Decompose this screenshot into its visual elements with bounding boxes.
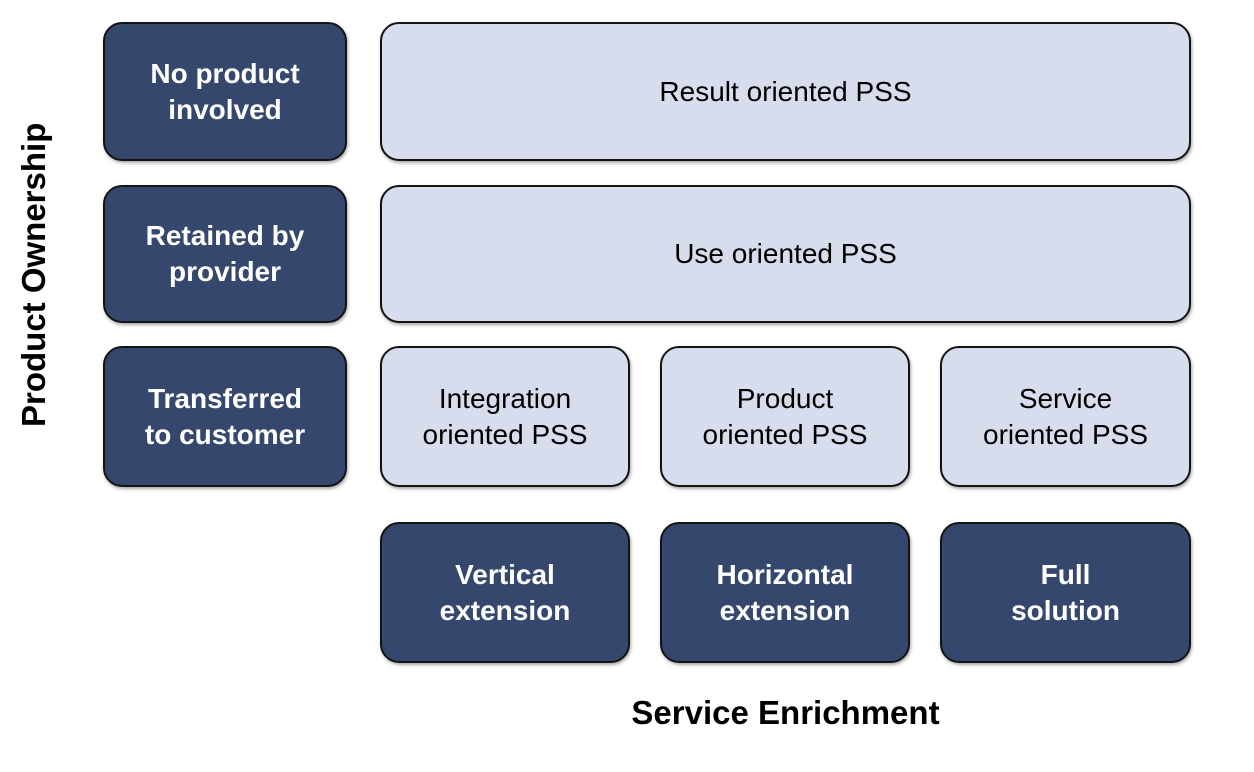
box-retained-by-provider: Retained by provider: [103, 185, 347, 323]
box-label-line: oriented PSS: [422, 418, 588, 450]
box-service-oriented-pss: Service oriented PSS: [940, 346, 1191, 487]
box-label-line: Retained by: [145, 220, 305, 252]
box-label-line: Vertical: [455, 558, 555, 590]
y-axis-label-product-ownership: Product Ownership: [15, 122, 52, 428]
box-label-line: oriented PSS: [983, 418, 1148, 450]
box-label-line: oriented PSS: [702, 418, 868, 450]
box-label-line: to customer: [144, 418, 306, 450]
box-label-line: extension: [719, 594, 851, 626]
box-label-line: Use oriented PSS: [674, 238, 897, 270]
box-label-line: No product: [150, 57, 300, 89]
box-label-line: Result oriented PSS: [659, 75, 912, 107]
box-label-line: Horizontal: [716, 558, 854, 590]
box-vertical-extension: Vertical extension: [380, 522, 630, 663]
box-label-line: provider: [168, 256, 282, 287]
box-label-line: involved: [168, 93, 282, 125]
box-label-line: Service: [1018, 382, 1113, 414]
box-use-oriented-pss: Use oriented PSS: [380, 185, 1191, 323]
box-no-product-involved: No product involved: [103, 22, 347, 161]
box-label-line: extension: [439, 594, 571, 626]
box-label-line: solution: [1011, 594, 1120, 626]
box-transferred-to-customer: Transferred to customer: [103, 346, 347, 487]
box-integration-oriented-pss: Integration oriented PSS: [380, 346, 630, 487]
box-result-oriented-pss: Result oriented PSS: [380, 22, 1191, 161]
box-horizontal-extension: Horizontal extension: [660, 522, 910, 663]
box-label-line: Transferred: [147, 382, 303, 414]
box-label-line: Integration: [438, 382, 572, 414]
box-product-oriented-pss: Product oriented PSS: [660, 346, 910, 487]
box-full-solution: Full solution: [940, 522, 1191, 663]
box-label-line: Product: [736, 382, 834, 414]
box-label-line: Full: [1040, 558, 1091, 590]
x-axis-label-service-enrichment: Service Enrichment: [631, 694, 940, 731]
